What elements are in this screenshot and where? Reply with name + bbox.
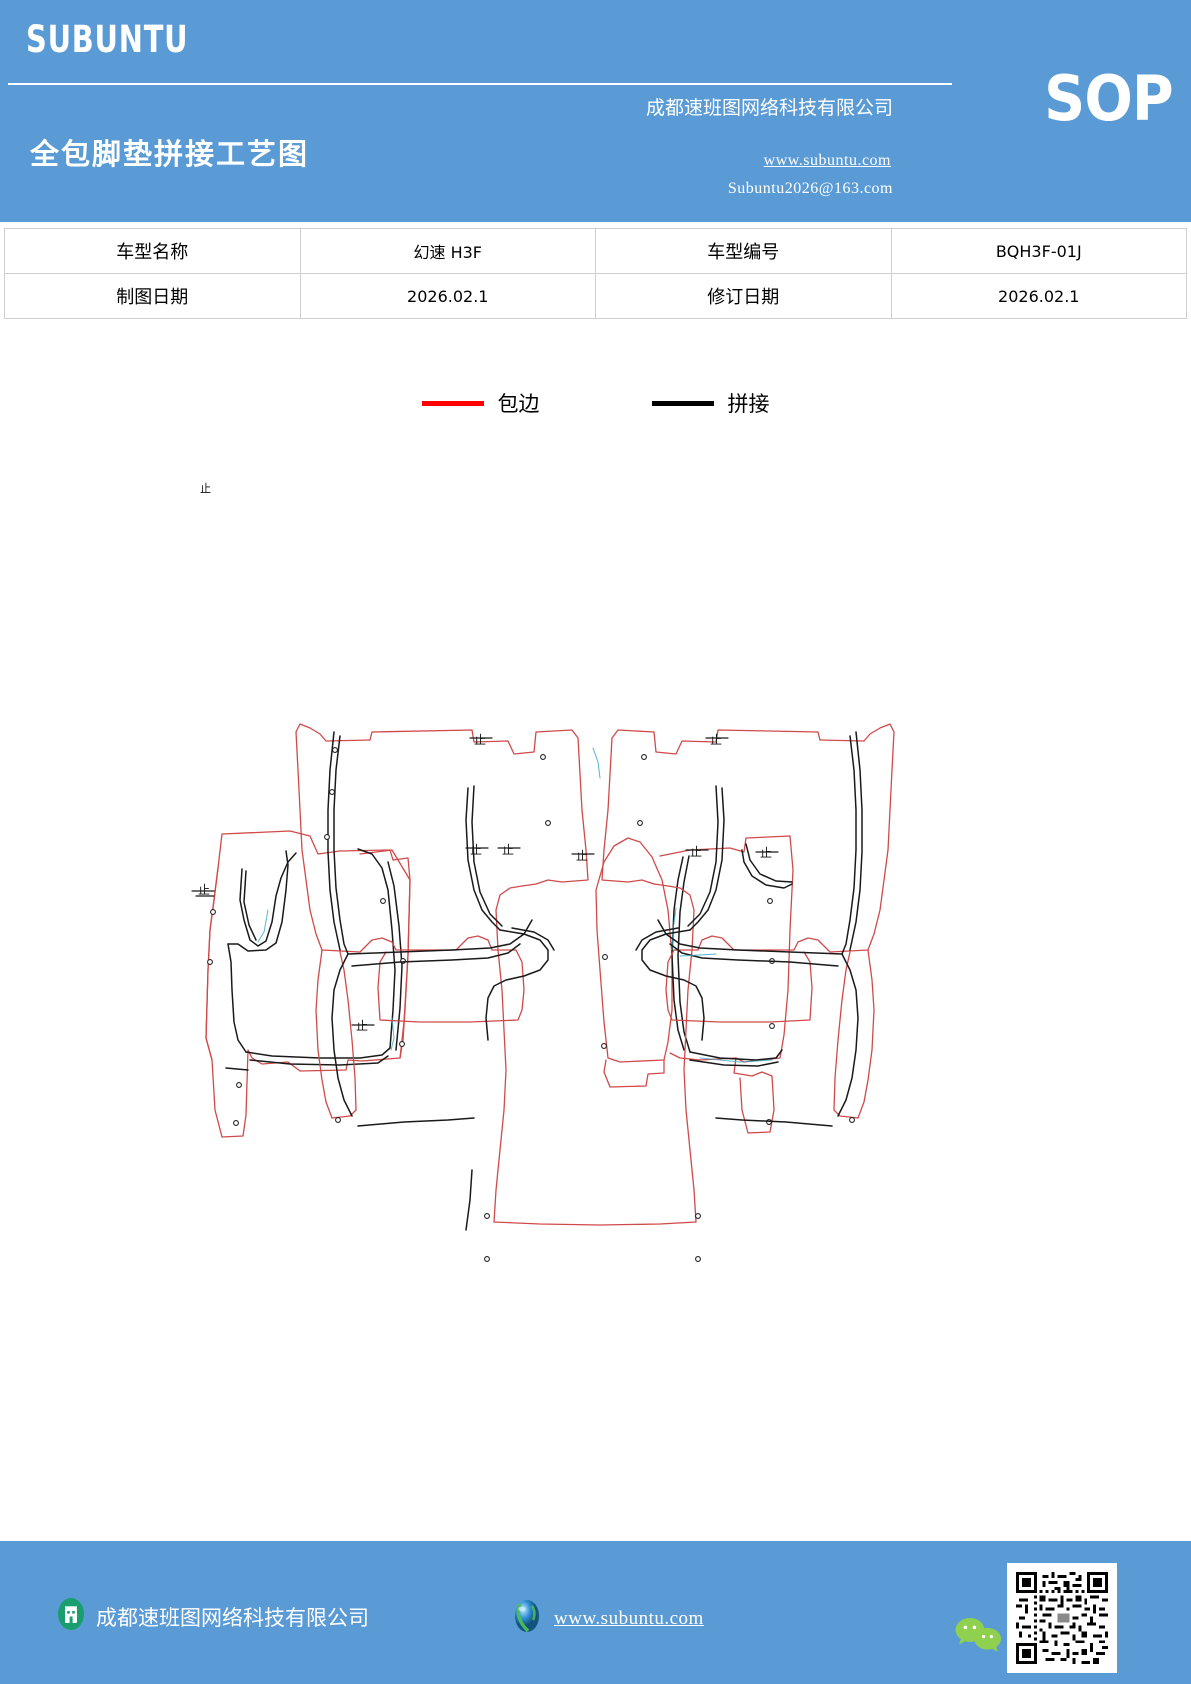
second-row-mat: 止 止 止 止 止 止	[295, 723, 895, 1262]
legend-item-seam: 拼接	[651, 388, 770, 418]
header-company-name: 成都速班图网络科技有限公司	[645, 98, 893, 119]
stop-marker-label-2: 止	[356, 1019, 368, 1033]
cell-model-name-value: 幻速 H3F	[299, 228, 596, 274]
globe-icon	[508, 1597, 546, 1640]
header-email: Subuntu2026@163.com	[727, 180, 893, 197]
stop-marker-label-3: 止	[760, 846, 772, 860]
legend-label-binding: 包边	[497, 392, 540, 416]
cell-model-name-label: 车型名称	[4, 228, 301, 274]
drawing-legend: 包边 拼接	[0, 388, 1191, 418]
cell-draw-date-value: 2026.02.1	[299, 273, 596, 319]
front-driver-mat: 止 止 止	[191, 482, 411, 1138]
stop-marker-label-5: 止	[710, 733, 722, 747]
legend-swatch-red	[421, 400, 484, 406]
vehicle-info-table: 车型名称 幻速 H3F 车型编号 BQH3F-01J 制图日期 2026.02.…	[4, 228, 1187, 319]
cell-model-code-label: 车型编号	[595, 228, 892, 274]
header-divider	[8, 83, 952, 85]
legend-item-binding: 包边	[421, 388, 540, 418]
stop-marker-label: 止	[200, 482, 211, 495]
legend-label-seam: 拼接	[727, 392, 770, 416]
stop-marker-label-4: 止	[474, 733, 486, 747]
qr-code[interactable]	[1007, 1563, 1117, 1673]
document-header: SUBUNTU 全包脚垫拼接工艺图 SOP 成都速班图网络科技有限公司 www.…	[0, 0, 1191, 222]
cell-model-code-value: BQH3F-01J	[890, 228, 1187, 274]
header-website-link[interactable]: www.subuntu.com	[763, 152, 891, 169]
footer-site-block: www.subuntu.com	[508, 1597, 704, 1640]
stop-marker-label-9: 止	[690, 845, 702, 859]
technical-drawing: 止 止 止 止	[0, 410, 1191, 1420]
cell-revise-date-label: 修订日期	[595, 273, 892, 319]
cell-revise-date-value: 2026.02.1	[890, 273, 1187, 319]
stop-marker: 止	[195, 482, 215, 897]
stop-marker-label-1: 止	[198, 883, 210, 897]
table-row: 车型名称 幻速 H3F 车型编号 BQH3F-01J	[4, 228, 1187, 274]
front-passenger-mat: 止	[595, 835, 794, 1134]
building-icon	[54, 1597, 88, 1636]
stop-marker-label-6: 止	[470, 843, 482, 857]
page-title: 全包脚垫拼接工艺图	[30, 137, 310, 171]
footer-company-block: 成都速班图网络科技有限公司	[54, 1597, 369, 1636]
stop-marker-label-8: 止	[576, 849, 588, 863]
brand-logo: SUBUNTU	[26, 18, 189, 61]
sop-badge: SOP	[1044, 62, 1174, 135]
table-row: 制图日期 2026.02.1 修订日期 2026.02.1	[4, 273, 1187, 319]
document-footer: 成都速班图网络科技有限公司 www.subuntu.com	[0, 1541, 1191, 1684]
footer-company-name: 成都速班图网络科技有限公司	[96, 1605, 369, 1630]
legend-swatch-black	[651, 400, 714, 406]
stop-marker-label-7: 止	[502, 843, 514, 857]
wechat-icon	[955, 1615, 1003, 1662]
footer-website-link[interactable]: www.subuntu.com	[554, 1607, 704, 1629]
cell-draw-date-label: 制图日期	[4, 273, 301, 319]
